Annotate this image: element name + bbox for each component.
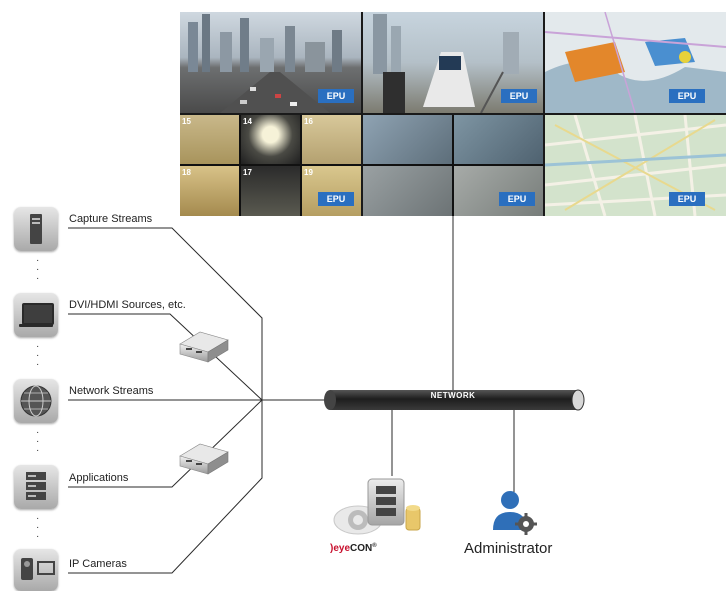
tile-camera-grid: 15 14 16 18 17 19 EPU xyxy=(180,115,361,216)
ellipsis-dots: ··· xyxy=(36,427,40,456)
tile-city-traffic: EPU xyxy=(180,12,361,113)
camera-feed xyxy=(180,115,239,164)
epu-badge: EPU xyxy=(669,89,705,103)
tile-train: EPU xyxy=(363,12,543,113)
camera-number: 14 xyxy=(243,117,252,126)
brand-con: CON xyxy=(350,543,373,554)
source-label-ip-cameras: IP Cameras xyxy=(69,558,127,570)
converter-box-icon xyxy=(179,443,229,475)
epu-badge: EPU xyxy=(499,192,535,206)
ellipsis-dots: ··· xyxy=(36,341,40,370)
camera-feed xyxy=(241,166,300,216)
line-ip-cameras xyxy=(68,400,263,574)
camera-feed xyxy=(302,115,361,164)
pc-tower-icon xyxy=(14,207,58,251)
camera-number: 19 xyxy=(304,168,313,177)
epu-badge: EPU xyxy=(501,89,537,103)
camera-feed xyxy=(180,166,239,216)
globe-graphic xyxy=(20,385,52,417)
tile-city-map: EPU xyxy=(545,115,726,216)
camera-number: 16 xyxy=(304,117,313,126)
line-capture xyxy=(68,227,263,400)
camera-feed xyxy=(241,115,300,164)
server-stack-icon xyxy=(14,465,58,509)
epu-badge: EPU xyxy=(318,89,354,103)
brand-prefix: ) xyxy=(330,543,334,554)
ellipsis-dots: ··· xyxy=(36,513,40,542)
line-dvi xyxy=(68,313,263,401)
eye-server-graphic xyxy=(333,478,421,535)
tile-street-grid: EPU xyxy=(363,115,543,216)
line-applications xyxy=(68,399,263,488)
camera-feed xyxy=(302,166,361,216)
laptop-icon xyxy=(14,293,58,337)
source-label-capture-streams: Capture Streams xyxy=(69,213,153,225)
converter-box-icon xyxy=(179,331,229,363)
eyecon-brand: )eyeCON® xyxy=(330,543,377,554)
network-tube xyxy=(324,389,585,411)
tile-3d-map: EPU xyxy=(545,12,726,113)
camera-feed xyxy=(454,166,543,216)
camera-number: 15 xyxy=(182,117,191,126)
epu-badge: EPU xyxy=(669,192,705,206)
ip-camera-icon xyxy=(14,549,58,591)
camera-number: 18 xyxy=(182,168,191,177)
camera-feed xyxy=(454,115,543,164)
admin-graphic xyxy=(493,491,537,535)
administrator-icon xyxy=(488,486,538,536)
skyline-graphic xyxy=(188,14,342,113)
camera-number: 17 xyxy=(243,168,252,177)
video-wall: EPU EPU xyxy=(180,12,726,216)
source-label-network-streams: Network Streams xyxy=(69,385,154,397)
source-label-applications: Applications xyxy=(69,472,129,484)
epu-badge: EPU xyxy=(318,192,354,206)
train-graphic xyxy=(373,14,519,113)
globe-network-icon xyxy=(14,379,58,423)
ellipsis-dots: ··· xyxy=(36,255,40,284)
source-label-dvi-hdmi: DVI/HDMI Sources, etc. xyxy=(69,299,186,311)
brand-mark: ® xyxy=(372,543,377,549)
camera-feed xyxy=(363,115,452,164)
camera-feed xyxy=(363,166,452,216)
administrator-label: Administrator xyxy=(464,540,553,557)
brand-eye: eye xyxy=(333,543,351,554)
eyecon-server-icon xyxy=(332,476,424,540)
network-label: NETWORK xyxy=(430,391,476,400)
